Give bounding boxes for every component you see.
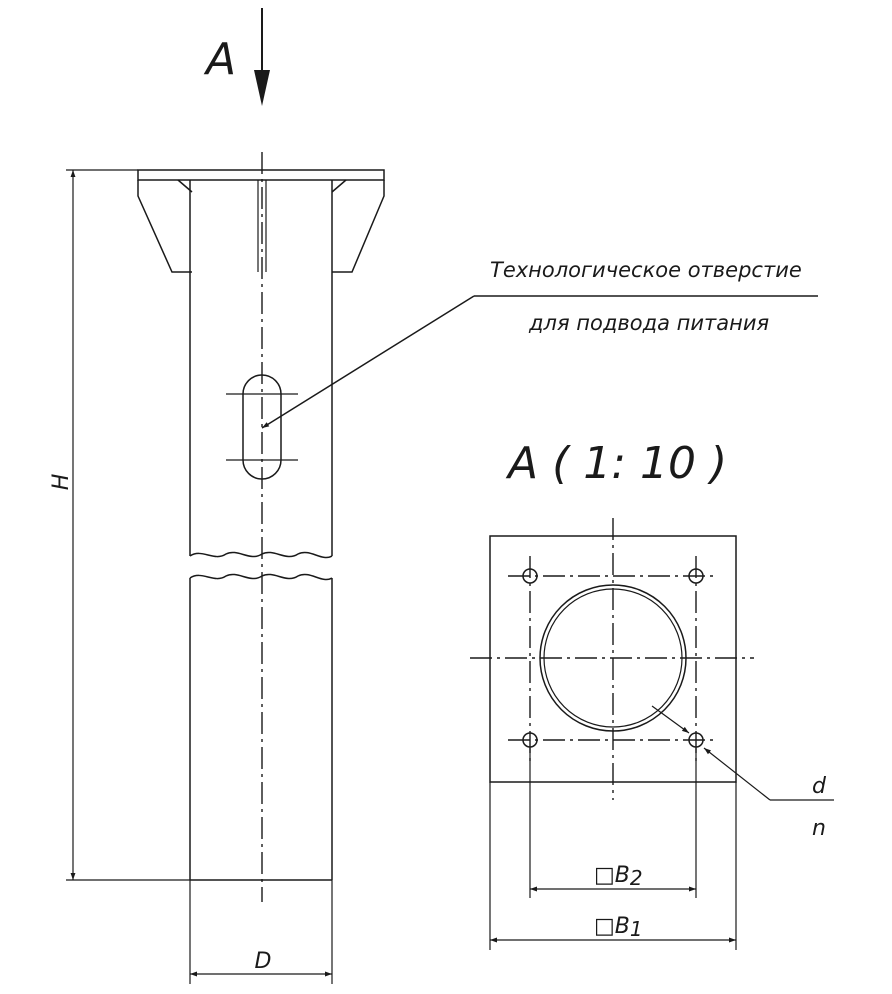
- diameter-label: D: [255, 949, 272, 974]
- section-title: A ( 1: 10 ): [505, 438, 727, 489]
- view-label: A: [203, 34, 236, 85]
- bolt-hole-top-left: [522, 568, 538, 584]
- bolt-hole-bottom-left: [522, 732, 538, 748]
- flange-width-dimension: [489, 782, 737, 950]
- b1-label: □B1: [594, 914, 643, 941]
- hole-count-label: n: [812, 816, 826, 841]
- diameter-dimension: [189, 880, 333, 984]
- service-hole-slot: [226, 374, 298, 480]
- service-hole-leader: [261, 295, 818, 429]
- bolt-spacing-dimension: [529, 748, 697, 898]
- height-dimension: [66, 169, 190, 881]
- bolt-hole-leader: [651, 705, 834, 801]
- flange-plan-view: [470, 518, 754, 800]
- base-flange: [137, 169, 385, 273]
- view-direction-arrow: [254, 8, 270, 106]
- pole-body: [189, 180, 333, 881]
- callout-line-2: для подвода питания: [528, 311, 769, 335]
- callout-line-1: Технологическое отверстие: [490, 258, 802, 282]
- bolt-hole-top-right: [688, 568, 704, 584]
- hole-diameter-label: d: [812, 774, 827, 799]
- height-label: H: [49, 474, 74, 491]
- b2-label: □B2: [594, 863, 643, 890]
- bolt-hole-bottom-right: [688, 732, 704, 748]
